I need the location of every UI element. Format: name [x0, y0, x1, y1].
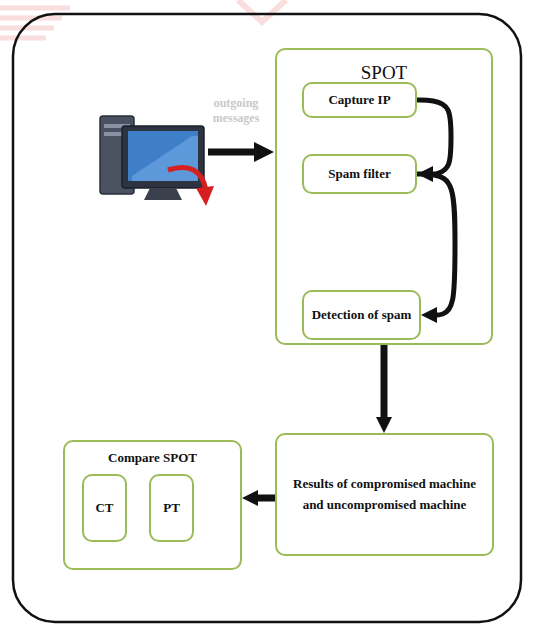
box-text: Detection of spam — [312, 306, 412, 324]
spot-container: SPOTCapture IPSpam filterDetection of sp… — [275, 48, 493, 345]
process-box: Capture IP — [302, 82, 417, 118]
box-text: CT — [95, 499, 113, 517]
method-box: PT — [149, 474, 194, 542]
box-text: Spam filter — [328, 165, 390, 183]
box-text: PT — [163, 499, 180, 517]
process-box: Detection of spam — [302, 290, 421, 340]
process-box: Spam filter — [302, 154, 417, 194]
method-box: CT — [82, 474, 127, 542]
group-title: Compare SPOT — [65, 449, 240, 467]
flow-arrow — [258, 495, 275, 502]
outgoing-arrow-head — [254, 142, 274, 162]
watermark-stripes — [0, 8, 70, 38]
box-text: Results of compromised machine and uncom… — [293, 474, 476, 516]
outer-frame — [13, 14, 521, 622]
watermark — [0, 0, 286, 38]
outgoing-arrow-line — [208, 149, 256, 156]
red-arrow — [168, 168, 206, 191]
curved-arrow — [417, 174, 455, 315]
curved-arrow — [417, 100, 451, 174]
monitor-stand — [144, 188, 182, 200]
computer-illustration — [100, 116, 214, 206]
result-box: Results of compromised machine and uncom… — [275, 433, 494, 556]
screen-glare — [132, 136, 198, 181]
red-arrow-head — [196, 186, 214, 206]
annotation: outgoing messages — [196, 96, 276, 126]
monitor — [122, 126, 204, 188]
box-text: Capture IP — [328, 91, 390, 109]
outgoing-arrow — [208, 142, 274, 162]
flow-arrow — [381, 345, 388, 417]
compare-container: Compare SPOT CT PT — [63, 440, 242, 570]
watermark-mark — [238, 0, 286, 22]
monitor-screen — [128, 131, 198, 181]
